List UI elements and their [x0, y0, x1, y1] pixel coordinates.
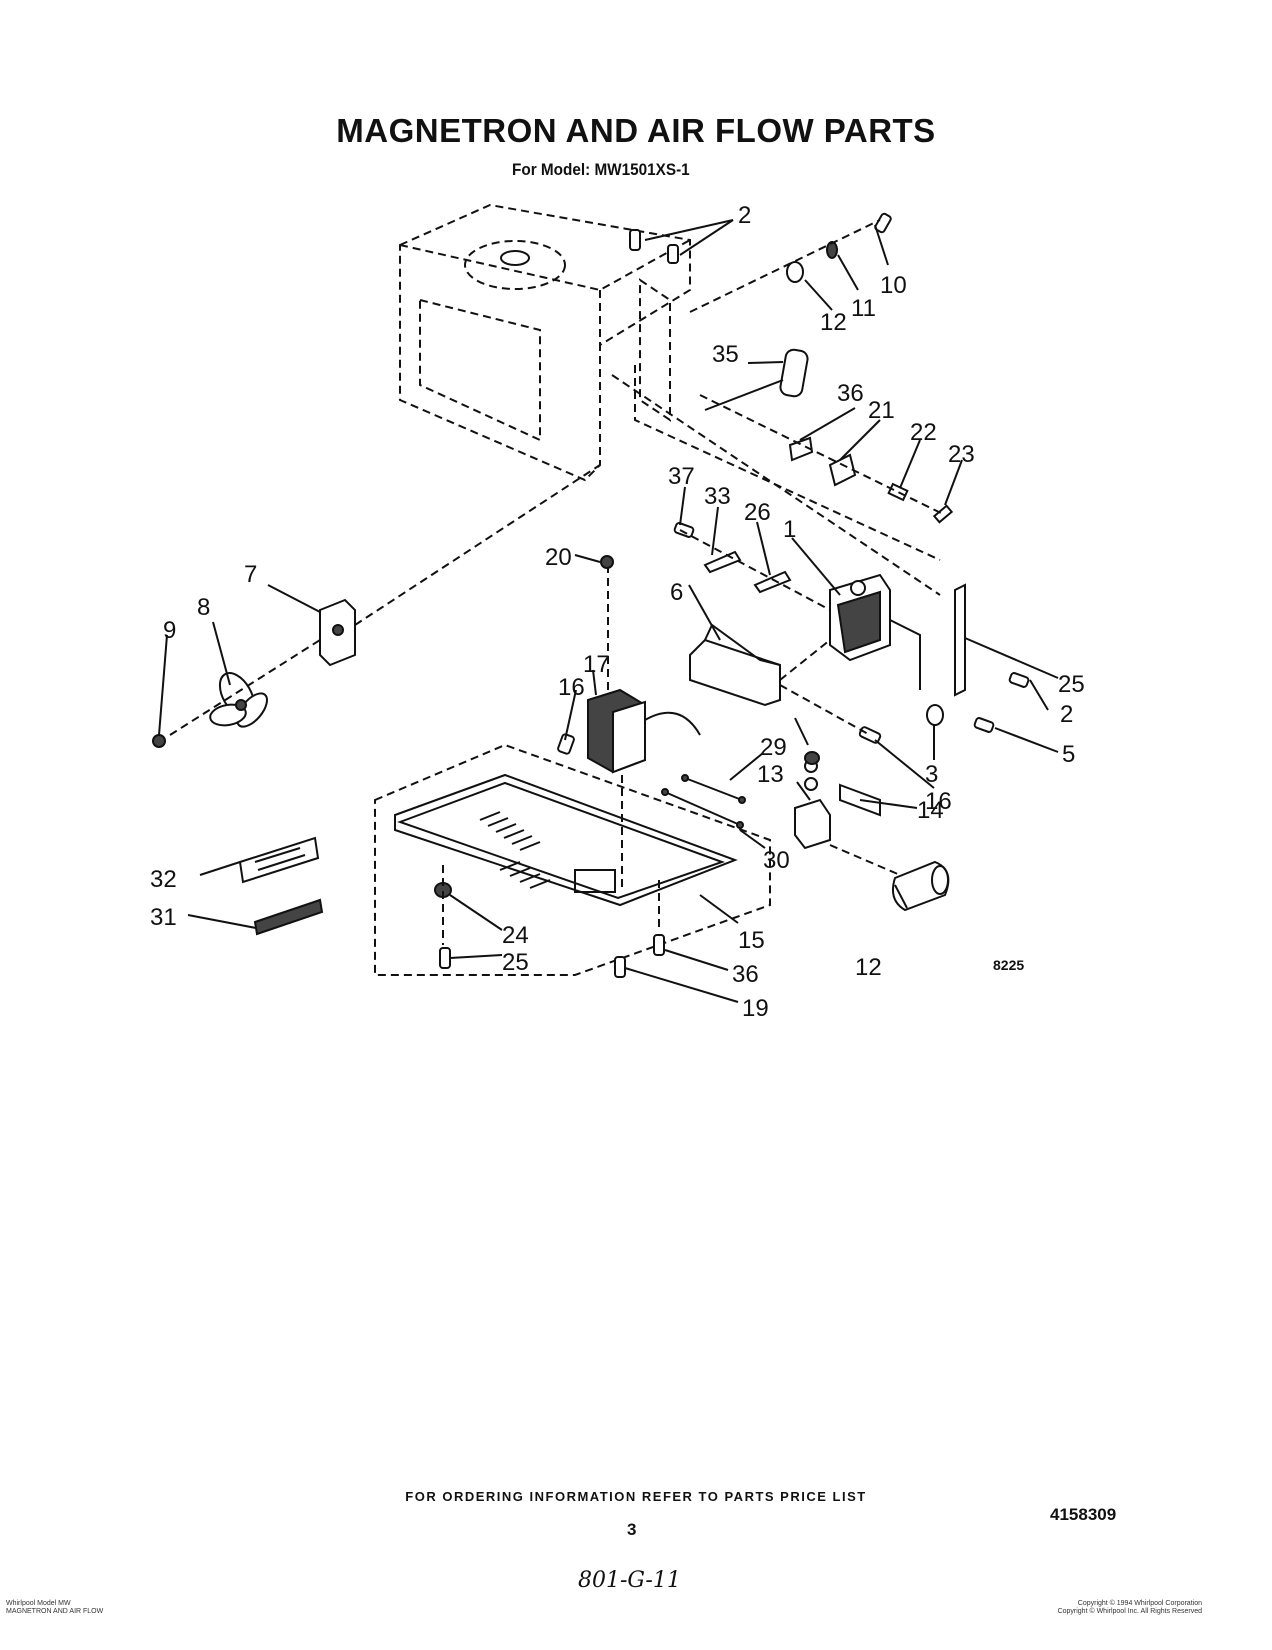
footer-right-fine-print: Copyright © 1994 Whirlpool Corporation C… — [1058, 1600, 1202, 1616]
fan-blade — [152, 639, 321, 748]
footer-right-line-2: Copyright © Whirlpool Inc. All Rights Re… — [1057, 1608, 1202, 1615]
hv-capacitor — [829, 844, 950, 912]
callout-8: 11 — [851, 295, 876, 322]
callout-7: 10 — [880, 272, 907, 299]
callout-3: 3 — [925, 761, 938, 788]
callout-14: 13 — [757, 761, 784, 788]
callout-25: 25 — [1058, 671, 1085, 698]
footer-left-line-2: MAGNETRON AND AIR FLOW — [6, 1608, 104, 1615]
handwritten-note: 801-G-11 — [578, 1568, 681, 1593]
base-plate-outline — [374, 743, 771, 976]
ordering-info: FOR ORDERING INFORMATION REFER TO PARTS … — [405, 1489, 867, 1504]
mounting-screws — [629, 212, 892, 313]
footer-left-line-1: Whirlpool Model MW — [6, 1600, 71, 1607]
callout-6: 7 — [244, 561, 257, 588]
part-number: 4158309 — [1050, 1505, 1117, 1524]
page-number: 3 — [627, 1520, 637, 1539]
callout-24: 25 — [502, 949, 529, 976]
callout-18: 19 — [742, 995, 769, 1022]
callout-16-lower: 16 — [925, 788, 952, 815]
right-bracket — [779, 583, 1030, 744]
callout-16-upper: 16 — [558, 674, 585, 701]
callout-31: 32 — [150, 866, 177, 893]
callout-22: 23 — [948, 441, 975, 468]
footer-right-line-1: Copyright © 1994 Whirlpool Corporation — [1077, 1600, 1202, 1607]
high-voltage-transformer — [587, 555, 701, 890]
oven-cavity-outline — [399, 203, 941, 596]
model-subtitle: For Model: MW1501XS-1 — [512, 160, 690, 179]
callout-2: 2 — [738, 202, 751, 229]
callout-32: 33 — [704, 483, 731, 510]
callout-9: 12 — [820, 309, 847, 336]
footer-left-fine-print: Whirlpool Model MW MAGNETRON AND AIR FLO… — [6, 1600, 103, 1616]
callout-33: 35 — [712, 341, 739, 368]
callout-11: 9 — [163, 617, 176, 644]
callout-12: 12 — [855, 954, 882, 981]
figure-code: 8225 — [993, 957, 1024, 973]
callout-2-lower: 2 — [1060, 701, 1073, 728]
callout-5: 6 — [670, 579, 683, 606]
callout-20: 21 — [868, 397, 895, 424]
thermal-cutout — [704, 348, 809, 411]
callout-34: 36 — [837, 380, 864, 407]
callout-19: 20 — [545, 544, 572, 571]
callout-26: 26 — [744, 499, 771, 526]
callout-15: 15 — [738, 927, 765, 954]
callout-36: 37 — [668, 463, 695, 490]
vent-grilles — [238, 836, 324, 936]
callout-10: 8 — [197, 594, 210, 621]
hv-wires — [661, 774, 746, 829]
callout-21: 22 — [910, 419, 937, 446]
callout-28: 29 — [760, 734, 787, 761]
page-title: MAGNETRON AND AIR FLOW PARTS — [336, 112, 936, 149]
base-screws — [434, 733, 820, 978]
magnetron — [829, 573, 921, 690]
callout-30: 31 — [150, 904, 177, 931]
fan-motor-bracket — [319, 464, 601, 667]
callout-17: 17 — [583, 651, 610, 678]
air-duct — [689, 623, 831, 707]
callout-labels: 2 10 11 12 35 36 21 22 23 37 33 26 1 20 … — [150, 202, 1085, 1022]
callout-23: 24 — [502, 922, 529, 949]
magnetron-mounting-parts — [673, 522, 831, 611]
interlock-switches — [699, 394, 954, 524]
callout-4: 5 — [1062, 741, 1075, 768]
callout-13: 14 — [917, 797, 944, 824]
leader-lines — [158, 219, 1059, 1003]
callout-1: 1 — [783, 516, 796, 543]
callout-29: 30 — [763, 847, 790, 874]
capacitor-bracket — [794, 759, 881, 850]
callout-35: 36 — [732, 961, 759, 988]
